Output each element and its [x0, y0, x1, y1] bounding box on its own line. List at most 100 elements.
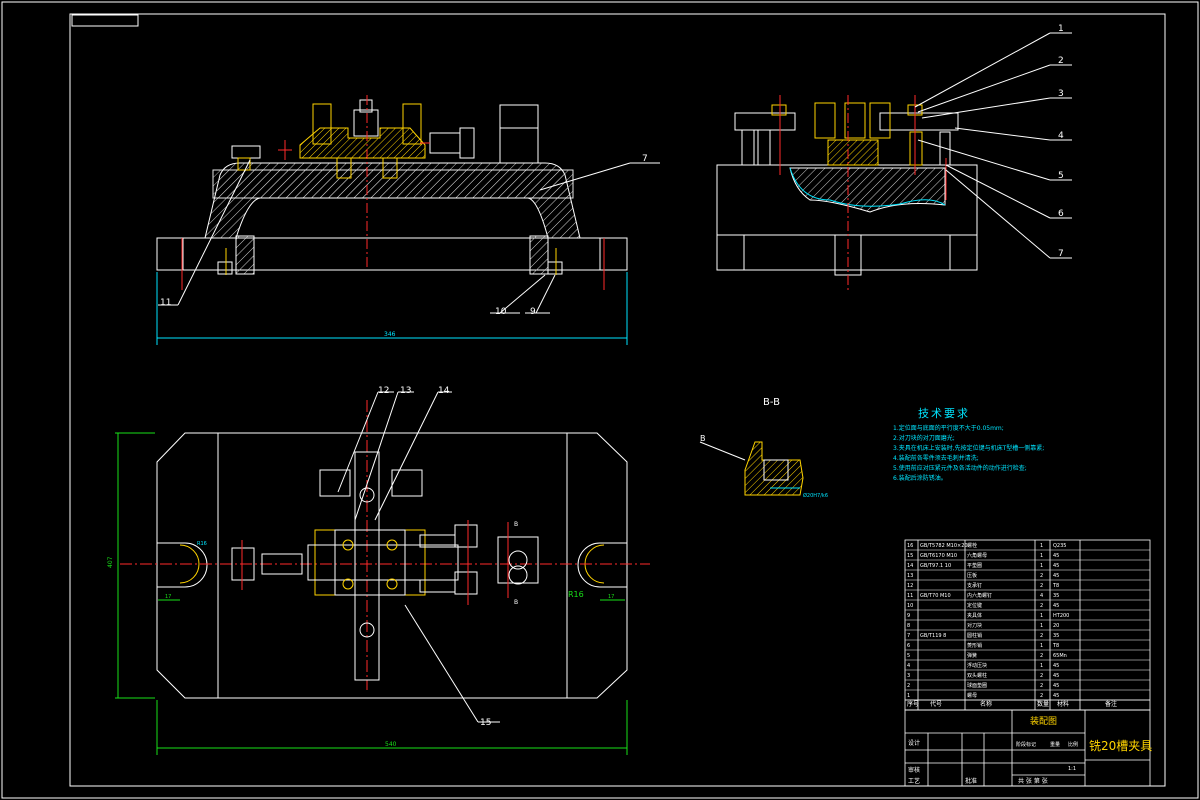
- bom-cell-name: 弹簧: [967, 652, 977, 659]
- bom-header-name: 名称: [980, 700, 992, 708]
- dim-front-width: 346: [384, 331, 396, 338]
- bom-header-remark: 备注: [1105, 700, 1117, 708]
- section-bb-label: B-B: [763, 397, 780, 408]
- bom-cell-qty: 1: [1040, 553, 1043, 559]
- tech-requirement-item: 4.装配前各零件须去毛刺并清洗;: [893, 455, 979, 462]
- bom-cell-no: 10: [907, 603, 913, 609]
- bom-cell-material: 20: [1053, 623, 1059, 629]
- bom-cell-name: 对刀块: [967, 622, 982, 629]
- dim-plan-width: 540: [385, 741, 397, 748]
- bom-cell-qty: 2: [1040, 673, 1043, 679]
- bom-cell-no: 1: [907, 693, 910, 699]
- callout-13: 12: [378, 386, 389, 396]
- bom-cell-material: 35: [1053, 593, 1059, 599]
- bom-cell-material: Q235: [1053, 543, 1066, 549]
- callout-2: 2: [1058, 56, 1064, 66]
- bom-cell-no: 6: [907, 643, 910, 649]
- bom-cell-qty: 2: [1040, 653, 1043, 659]
- bom-cell-code: GB/T70 M10: [920, 593, 951, 599]
- bom-cell-code: GB/T6170 M10: [920, 553, 957, 559]
- bom-cell-no: 8: [907, 623, 910, 629]
- side-view: [716, 95, 978, 290]
- sign-process: 工艺: [908, 777, 920, 785]
- bom-cell-name: 螺栓: [967, 542, 977, 549]
- bom-cell-name: 菱形销: [967, 642, 982, 649]
- sheet-count: 共 张 第 张: [1018, 777, 1048, 785]
- bom-cell-material: 45: [1053, 563, 1059, 569]
- bom-cell-no: 14: [907, 563, 913, 569]
- hole-spec: Ø20H7/k6: [803, 492, 828, 499]
- bom-cell-name: 平垫圈: [967, 562, 982, 569]
- callout-5: 5: [1058, 171, 1064, 181]
- bom-cell-qty: 1: [1040, 663, 1043, 669]
- tech-requirements-title: 技术要求: [918, 407, 970, 420]
- tech-requirement-item: 1.定位面与底面的平行度不大于0.05mm;: [893, 425, 1004, 432]
- bom-cell-name: 螺母: [967, 692, 977, 699]
- bom-cell-qty: 1: [1040, 543, 1043, 549]
- side-leaders: [914, 32, 1072, 259]
- stage-weight: 重量: [1050, 741, 1060, 748]
- callout-12: 11: [160, 298, 171, 308]
- inner-frame: [69, 13, 1166, 787]
- bom-cell-code: GB/T5782 M10×20: [920, 543, 968, 549]
- tech-requirement-item: 6.装配后涂防锈油。: [893, 475, 947, 482]
- bom-cell-no: 12: [907, 583, 913, 589]
- plan-view: 407 540 17 17 R16 R16 B B: [107, 400, 650, 755]
- dim-plan-height: 407: [107, 556, 114, 568]
- bom-cell-qty: 2: [1040, 693, 1043, 699]
- front-view: 346: [156, 95, 628, 345]
- dim-radius-small: R16: [197, 541, 207, 547]
- bom-cell-material: 45: [1053, 673, 1059, 679]
- bom-cell-no: 2: [907, 683, 910, 689]
- bom-cell-material: 45: [1053, 693, 1059, 699]
- bom-cell-qty: 1: [1040, 563, 1043, 569]
- bom-cell-qty: 2: [1040, 603, 1043, 609]
- callout-7: 7: [1058, 249, 1064, 259]
- bom-cell-qty: 1: [1040, 623, 1043, 629]
- plan-leaders: [337, 391, 500, 723]
- bom-cell-qty: 1: [1040, 643, 1043, 649]
- corner-box: [71, 14, 139, 27]
- bom-cell-no: 11: [907, 593, 913, 599]
- bom-cell-qty: 2: [1040, 583, 1043, 589]
- bom-header-seq: 序号: [907, 700, 919, 708]
- stage-scale: 比例: [1068, 741, 1078, 748]
- bom-cell-no: 16: [907, 543, 913, 549]
- bom-cell-material: 45: [1053, 683, 1059, 689]
- bom-cell-material: T8: [1052, 583, 1059, 589]
- callout-10: 9: [530, 307, 536, 317]
- tech-requirement-item: 2.对刀块的对刀面磨光;: [893, 435, 955, 442]
- bom-cell-qty: 2: [1040, 633, 1043, 639]
- bom-cell-material: 45: [1053, 553, 1059, 559]
- bom-cell-name: 内六角螺钉: [967, 592, 992, 599]
- bom-header-material: 材料: [1057, 700, 1069, 708]
- bom-cell-no: 4: [907, 663, 910, 669]
- callout-14: 13: [400, 386, 411, 396]
- bom-header-code: 代号: [930, 700, 942, 708]
- section-marker-top: B: [514, 521, 518, 528]
- bom-cell-code: GB/T119 8: [920, 633, 946, 639]
- bom-cell-no: 5: [907, 653, 910, 659]
- bom-header-qty: 数量: [1037, 700, 1049, 708]
- bom-cell-name: 浮动压块: [967, 662, 987, 669]
- bom-cell-qty: 1: [1040, 613, 1043, 619]
- scale-value: 1:1: [1068, 766, 1076, 772]
- bom-cell-name: 六角螺母: [967, 552, 987, 559]
- bom-cell-name: 压板: [967, 572, 977, 579]
- bom-cell-material: 45: [1053, 663, 1059, 669]
- sign-review: 审核: [908, 766, 920, 774]
- bom-cell-name: 球面垫圈: [967, 682, 987, 689]
- dim-slot-left: 17: [165, 594, 171, 600]
- section-bb-marker: B: [700, 434, 706, 443]
- bom-cell-material: 35: [1053, 633, 1059, 639]
- callout-1: 1: [1058, 24, 1064, 34]
- tech-requirement-item: 5.使用前应对压紧元件及各活动件的动作进行检查;: [893, 465, 1027, 472]
- bom-cell-code: GB/T97.1 10: [920, 563, 951, 569]
- callout-9: 7: [642, 154, 648, 164]
- bom-cell-no: 15: [907, 553, 913, 559]
- dim-slot-right: 17: [608, 594, 614, 600]
- callout-15: 14: [438, 386, 450, 396]
